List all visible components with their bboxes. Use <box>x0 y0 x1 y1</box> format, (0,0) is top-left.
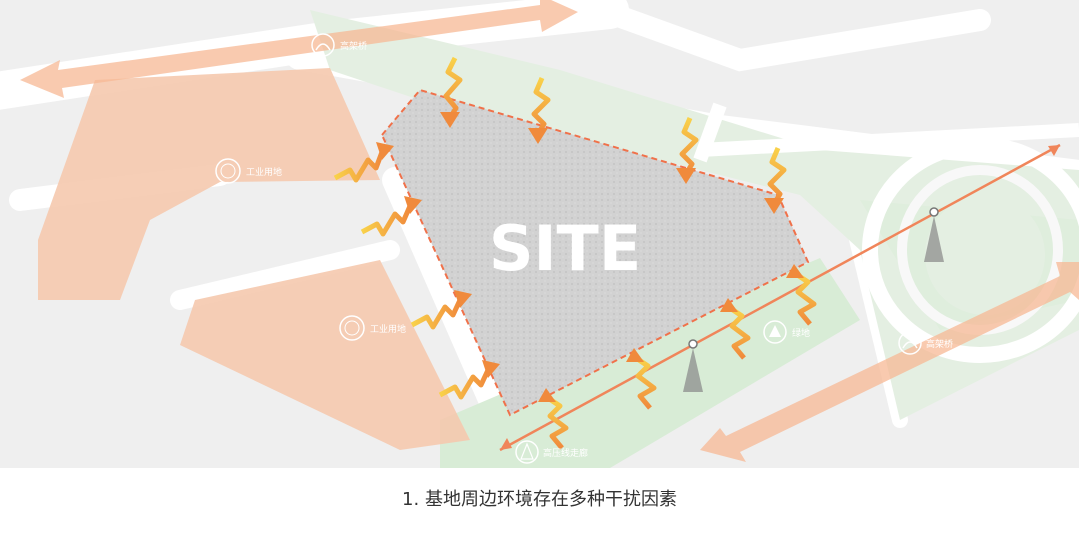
factory-icon <box>344 320 360 336</box>
greenland-label: 绿地 <box>763 320 810 344</box>
figure-caption: 1. 基地周边环境存在多种干扰因素 <box>402 489 677 510</box>
interference-arrows-south <box>546 271 817 450</box>
interference-arrowheads-south <box>538 264 804 402</box>
interference-arrows-north <box>443 56 787 206</box>
highway-arrow-top <box>20 0 578 98</box>
highway-interchange <box>693 102 1079 363</box>
power-line-label: 高压线走廊 <box>515 440 588 464</box>
svg-text:高架桥: 高架桥 <box>340 40 367 52</box>
bridge-icon <box>315 43 331 51</box>
interference-arrowheads-north <box>440 112 784 214</box>
interference-arrowheads-west <box>376 142 500 378</box>
site-analysis-map: SITE <box>0 0 1079 468</box>
site-label: SITE <box>489 212 641 285</box>
svg-text:高压线走廊: 高压线走廊 <box>543 447 588 459</box>
power-line-corridor <box>499 143 1061 452</box>
industrial-label-2: 工业用地 <box>339 315 406 341</box>
svg-text:工业用地: 工业用地 <box>246 166 282 178</box>
highway-label: 高架桥 <box>898 331 953 355</box>
svg-text:高架桥: 高架桥 <box>926 338 953 350</box>
interference-arrows-west <box>333 151 491 400</box>
bridge-icon <box>902 341 918 349</box>
pylon-shape <box>683 348 703 392</box>
factory-icon <box>220 163 236 179</box>
highway-arrow-bottom <box>700 262 1079 462</box>
pylon-icon <box>520 442 534 460</box>
industrial-land <box>38 68 470 450</box>
svg-text:绿地: 绿地 <box>792 327 810 339</box>
industrial-label-1: 工业用地 <box>215 158 282 184</box>
pylon-shape <box>924 216 944 262</box>
svg-text:工业用地: 工业用地 <box>370 323 406 335</box>
tree-icon <box>769 325 781 337</box>
highway-top-label: 高架桥 <box>311 33 367 57</box>
